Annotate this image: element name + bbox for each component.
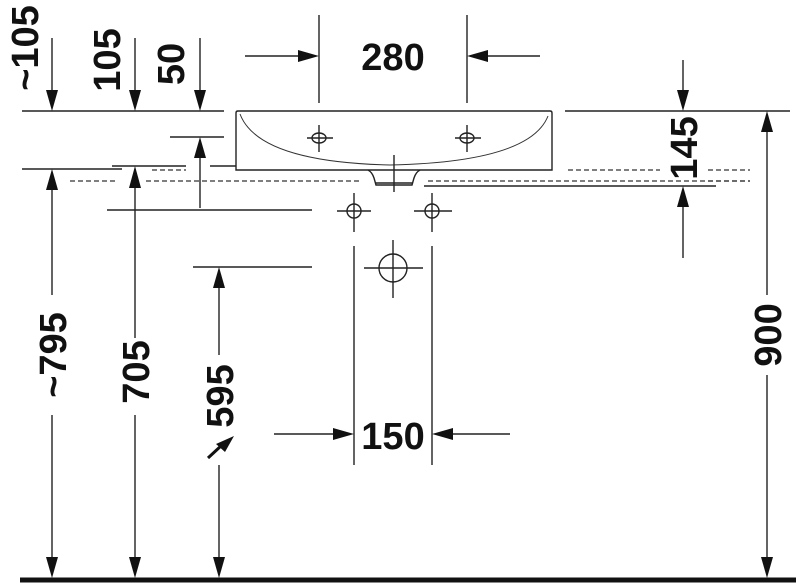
waste-outlet xyxy=(364,240,423,298)
svg-text:~105: ~105 xyxy=(5,5,47,91)
dimension-705: 705 xyxy=(116,166,158,578)
tap-hole-right xyxy=(455,125,481,152)
svg-text:595: 595 xyxy=(200,364,242,427)
svg-text:50: 50 xyxy=(151,43,193,85)
svg-text:900: 900 xyxy=(748,303,790,366)
dimension-145: 145 xyxy=(664,60,706,258)
dimension-top-50: 50 xyxy=(151,38,206,208)
dimension-top-105: 105 xyxy=(87,28,141,111)
dimension-595: 595 xyxy=(200,267,242,578)
svg-text:705: 705 xyxy=(116,340,158,403)
supply-connection-left xyxy=(337,193,371,465)
svg-text:145: 145 xyxy=(664,116,706,179)
dimension-900: 900 xyxy=(748,111,790,578)
basin-outline xyxy=(235,110,553,192)
svg-text:150: 150 xyxy=(361,416,424,458)
dimension-150: 150 xyxy=(274,416,510,458)
svg-text:280: 280 xyxy=(361,37,424,79)
svg-text:~795: ~795 xyxy=(33,312,75,398)
dimension-280: 280 xyxy=(245,15,540,103)
supply-connection-right xyxy=(414,193,452,465)
diagonal-arrow-icon xyxy=(206,436,234,460)
dimension-approx-795: ~795 xyxy=(33,169,75,578)
svg-text:105: 105 xyxy=(87,28,129,91)
tap-hole-left xyxy=(307,125,333,152)
dimension-top-approx-105: ~105 xyxy=(5,5,58,111)
